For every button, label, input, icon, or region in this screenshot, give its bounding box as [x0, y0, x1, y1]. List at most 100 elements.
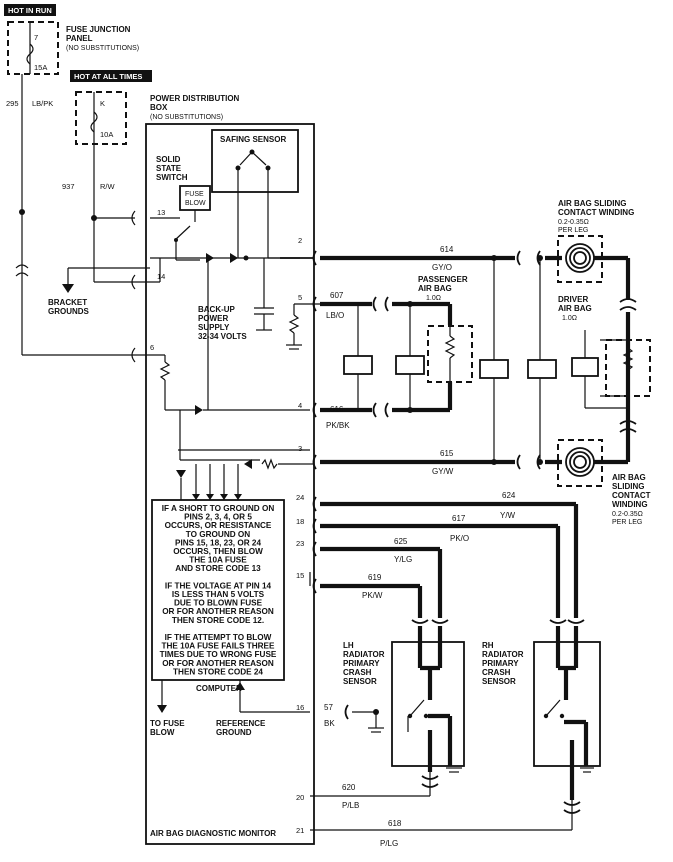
svg-text:3: 3	[298, 444, 302, 453]
svg-text:SWITCH: SWITCH	[156, 173, 188, 182]
computer-logic-line: THEN STORE CODE 24	[173, 667, 263, 676]
svg-text:625: 625	[394, 537, 408, 546]
driver-air-bag: DRIVER AIR BAG 1.0Ω	[558, 295, 651, 409]
svg-text:STATE: STATE	[156, 164, 182, 173]
svg-text:LB/O: LB/O	[326, 311, 344, 320]
svg-text:RH: RH	[482, 641, 494, 650]
svg-text:BK: BK	[324, 719, 335, 728]
svg-text:620: 620	[342, 783, 356, 792]
svg-text:P/LB: P/LB	[342, 801, 359, 810]
svg-text:PK/O: PK/O	[450, 534, 469, 543]
svg-text:GY/O: GY/O	[432, 263, 452, 272]
svg-text:Y/LG: Y/LG	[394, 555, 412, 564]
computer-logic-line: DUE TO BLOWN FUSE	[174, 599, 263, 608]
svg-text:AIR BAG: AIR BAG	[612, 473, 646, 482]
svg-text:23: 23	[296, 539, 304, 548]
wire-624: 624 Y/W	[312, 491, 579, 618]
svg-text:618: 618	[388, 819, 402, 828]
computer-logic-line: OR FOR ANOTHER REASON	[162, 659, 274, 668]
computer-logic-line: PINS 2, 3, 4, OR 5	[184, 513, 252, 522]
svg-text:16: 16	[296, 703, 304, 712]
wire-614: 614 GY/O	[280, 245, 562, 272]
svg-text:PRIMARY: PRIMARY	[482, 659, 519, 668]
air-bag-diagnostic-monitor: AIR BAG DIAGNOSTIC MONITOR	[145, 123, 315, 845]
computer-logic-line: THEN STORE CODE 12.	[172, 616, 264, 625]
svg-text:BRACKET: BRACKET	[48, 298, 87, 307]
passenger-air-bag: PASSENGER AIR BAG 1.0Ω	[343, 275, 473, 410]
wire-616: 616 PK/BK	[312, 382, 453, 430]
svg-text:BLOW: BLOW	[185, 200, 206, 207]
svg-text:295: 295	[6, 99, 19, 108]
svg-text:1.0Ω: 1.0Ω	[562, 315, 577, 322]
wire-607: 607 LB/O	[312, 291, 453, 325]
bottom-contact-winding: AIR BAG SLIDING CONTACT WINDING 0.2-0.35…	[557, 420, 651, 526]
svg-text:PANEL: PANEL	[66, 34, 93, 43]
internal-rails: BACK-UP POWER SUPPLY 32-34 VOLTS	[135, 192, 300, 341]
pin-numbers: 13 14 6 2 5 4 3 24 18 23 15 16 20 21	[150, 208, 304, 835]
svg-text:FUSE: FUSE	[185, 191, 204, 198]
svg-text:5: 5	[298, 293, 302, 302]
wire-615: 615 GY/W	[300, 449, 562, 476]
svg-text:BLOW: BLOW	[150, 728, 175, 737]
svg-text:15A: 15A	[34, 63, 47, 72]
svg-text:0.2-0.35Ω: 0.2-0.35Ω	[612, 511, 643, 518]
svg-text:SUPPLY: SUPPLY	[198, 323, 230, 332]
wire-618: 618 P/LG	[310, 800, 581, 848]
svg-text:COMPUTER: COMPUTER	[196, 684, 242, 693]
svg-text:PRIMARY: PRIMARY	[343, 659, 380, 668]
svg-text:PK/BK: PK/BK	[326, 421, 350, 430]
svg-text:PER LEG: PER LEG	[558, 227, 588, 234]
wire-617: 617 PK/O	[312, 514, 561, 618]
computer-logic-line: IF A SHORT TO GROUND ON	[162, 504, 275, 513]
svg-text:(NO SUBSTITUTIONS): (NO SUBSTITUTIONS)	[66, 45, 139, 52]
svg-text:21: 21	[296, 826, 304, 835]
svg-text:HOT IN RUN: HOT IN RUN	[8, 6, 52, 15]
svg-text:SLIDING: SLIDING	[612, 482, 644, 491]
svg-text:WINDING: WINDING	[612, 500, 648, 509]
computer-logic-line: IF THE VOLTAGE AT PIN 14	[165, 581, 272, 590]
rh-crash-sensor: RH RADIATOR PRIMARY CRASH SENSOR	[482, 619, 601, 800]
hot-at-all-times-tag: HOT AT ALL TIMES	[70, 70, 152, 82]
wire-619: 619 PK/W	[309, 572, 423, 618]
svg-text:SENSOR: SENSOR	[343, 677, 377, 686]
wire-620: 620 P/LB	[310, 772, 439, 810]
svg-text:20: 20	[296, 793, 304, 802]
computer-logic-line: TO GROUND ON	[186, 530, 251, 539]
solid-state-switch: SOLID STATE SWITCH FUSE BLOW	[150, 155, 211, 261]
svg-text:GROUND: GROUND	[216, 728, 252, 737]
svg-text:Y/W: Y/W	[500, 511, 516, 520]
svg-text:SOLID: SOLID	[156, 155, 181, 164]
computer-logic-line: THE 10A FUSE	[189, 556, 247, 565]
svg-text:RADIATOR: RADIATOR	[482, 650, 524, 659]
computer-logic-line: OCCURS, THEN BLOW	[173, 547, 263, 556]
svg-text:624: 624	[502, 491, 516, 500]
svg-text:CONTACT: CONTACT	[612, 491, 651, 500]
svg-text:18: 18	[296, 517, 304, 526]
pin-5-resistor	[286, 303, 330, 350]
svg-text:SAFING SENSOR: SAFING SENSOR	[220, 135, 286, 144]
svg-text:1.0Ω: 1.0Ω	[426, 295, 441, 302]
svg-text:13: 13	[157, 208, 165, 217]
svg-text:607: 607	[330, 291, 344, 300]
svg-text:4: 4	[298, 401, 302, 410]
svg-text:32-34 VOLTS: 32-34 VOLTS	[198, 332, 247, 341]
svg-text:616: 616	[330, 405, 344, 414]
svg-text:619: 619	[368, 573, 382, 582]
svg-text:K: K	[100, 99, 105, 108]
bracket-grounds: BRACKET GROUNDS	[48, 267, 150, 316]
fuse-junction-panel: 7 15A FUSE JUNCTION PANEL (NO SUBSTITUTI…	[7, 21, 139, 75]
wire-295: 295 LB/PK	[6, 74, 136, 363]
wire-625: 625 Y/LG	[312, 537, 443, 618]
svg-text:R/W: R/W	[100, 182, 116, 191]
svg-text:CONTACT WINDING: CONTACT WINDING	[558, 208, 634, 217]
svg-text:SENSOR: SENSOR	[482, 677, 516, 686]
svg-text:BACK-UP: BACK-UP	[198, 305, 236, 314]
svg-text:15: 15	[296, 571, 304, 580]
pin-6-circuit	[135, 258, 310, 500]
svg-text:P/LG: P/LG	[380, 839, 398, 848]
svg-text:7: 7	[34, 33, 38, 42]
svg-text:AIR BAG: AIR BAG	[418, 284, 452, 293]
